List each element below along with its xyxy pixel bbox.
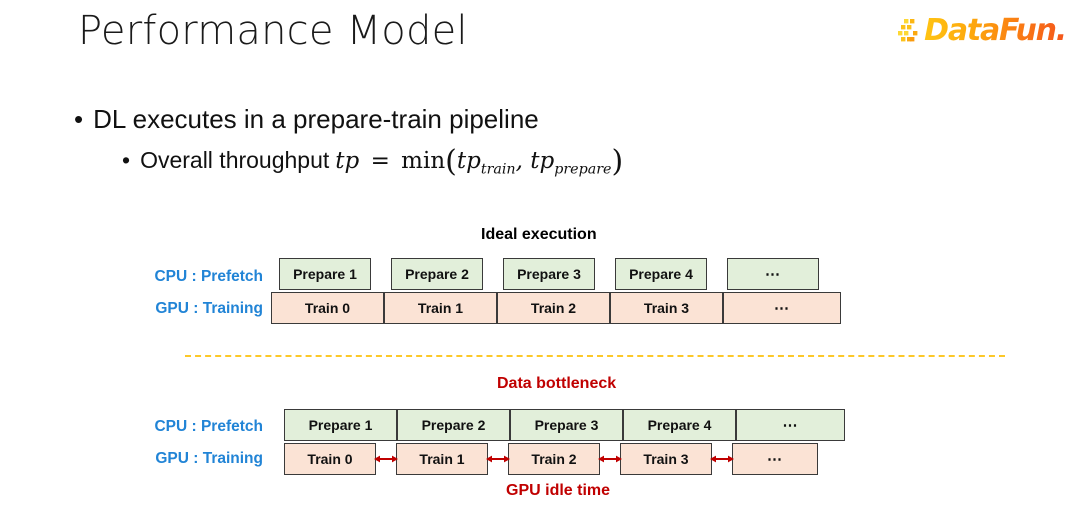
bullet-level-2-text: Overall throughput <box>140 147 330 173</box>
bullet-level-2: •Overall throughput tp = min(tptrain, tp… <box>122 147 623 178</box>
prepare-box: Prepare 3 <box>510 409 623 441</box>
bullet-marker: • <box>74 104 84 134</box>
prepare-box: Prepare 4 <box>623 409 736 441</box>
formula-arg1-sub: train <box>480 161 516 178</box>
row-label-gpu-training-bottleneck: GPU : Training <box>155 450 263 467</box>
train-box: Train 1 <box>396 443 488 475</box>
prepare-box: Prepare 1 <box>279 258 371 290</box>
bullet-marker: • <box>122 147 131 173</box>
bullet-level-1-text: DL executes in a prepare-train pipeline <box>93 104 539 134</box>
page-title: Performance Model <box>78 8 468 54</box>
formula-arg1-base: tp <box>456 148 481 174</box>
train-box: Train 1 <box>384 292 497 324</box>
train-box: Train 0 <box>271 292 384 324</box>
formula-close-paren: ) <box>611 144 624 179</box>
train-box: ⋯ <box>723 292 841 324</box>
train-box: Train 2 <box>508 443 600 475</box>
gpu-idle-arrow-icon <box>598 455 622 463</box>
formula-arg2-base: tp <box>530 148 555 174</box>
train-box: ⋯ <box>732 443 818 475</box>
prepare-box: Prepare 1 <box>284 409 397 441</box>
formula-arg2-sub: prepare <box>554 161 612 178</box>
train-box: Train 3 <box>620 443 712 475</box>
section-divider <box>185 355 1005 357</box>
formula-open-paren: ( <box>445 144 457 179</box>
train-box: Train 3 <box>610 292 723 324</box>
formula-equals: = <box>370 148 390 174</box>
formula-func: min <box>401 148 446 174</box>
diagram-title-ideal: Ideal execution <box>481 226 597 243</box>
formula-lhs: tp <box>335 148 360 174</box>
prepare-box: ⋯ <box>736 409 845 441</box>
prepare-box: Prepare 3 <box>503 258 595 290</box>
gpu-idle-time-label: GPU idle time <box>506 482 611 499</box>
prepare-box: ⋯ <box>727 258 819 290</box>
row-label-cpu-prefetch-ideal: CPU : Prefetch <box>154 268 263 285</box>
gpu-idle-arrow-icon <box>374 455 398 463</box>
datafun-logo-text: DataFun. <box>924 13 1067 48</box>
datafun-dots-icon <box>898 19 918 42</box>
row-label-cpu-prefetch-bottleneck: CPU : Prefetch <box>154 418 263 435</box>
gpu-idle-arrow-icon <box>710 455 734 463</box>
bullet-level-1: • DL executes in a prepare-train pipeline <box>74 104 539 135</box>
gpu-idle-arrow-icon <box>486 455 510 463</box>
prepare-box: Prepare 2 <box>397 409 510 441</box>
datafun-logo: DataFun. <box>898 13 1067 48</box>
formula-comma: , <box>515 148 523 174</box>
train-box: Train 0 <box>284 443 376 475</box>
prepare-box: Prepare 2 <box>391 258 483 290</box>
throughput-formula: tp = min(tptrain, tpprepare) <box>335 147 623 178</box>
train-box: Train 2 <box>497 292 610 324</box>
prepare-box: Prepare 4 <box>615 258 707 290</box>
diagram-title-bottleneck: Data bottleneck <box>497 375 617 392</box>
row-label-gpu-training-ideal: GPU : Training <box>155 300 263 317</box>
